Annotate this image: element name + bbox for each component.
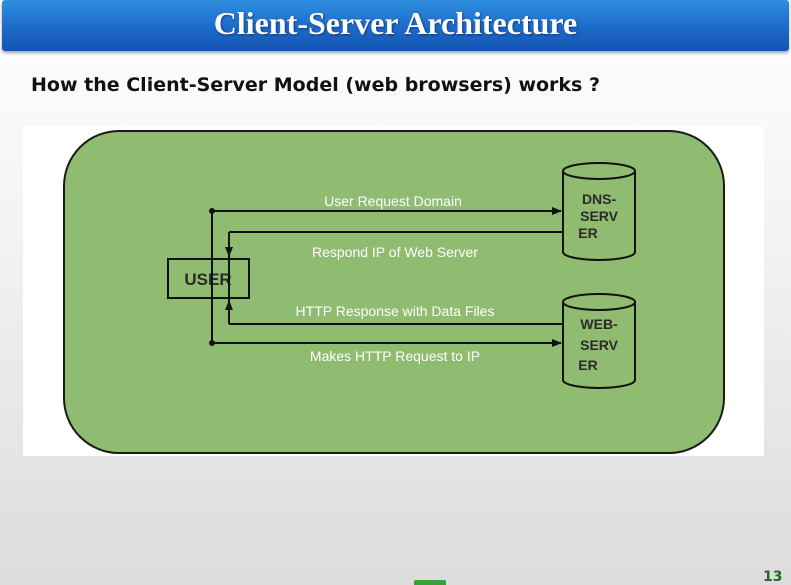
- edge-label-http-response: HTTP Response with Data Files: [296, 303, 495, 319]
- user-node-label: USER: [184, 270, 231, 289]
- dns-server-node: DNS- SERV ER: [562, 162, 636, 261]
- user-node: USER: [167, 258, 250, 299]
- edge-label-respond-ip: Respond IP of Web Server: [312, 244, 478, 260]
- edge-label-user-request-domain: User Request Domain: [324, 193, 462, 209]
- diagram-panel: USER DNS- SERV ER WEB- SERV ER: [23, 126, 764, 456]
- bottom-decoration: [414, 580, 446, 585]
- slide-subtitle: How the Client-Server Model (web browser…: [31, 74, 600, 96]
- web-server-label: WEB- SERV ER: [578, 316, 622, 373]
- web-server-node: WEB- SERV ER: [562, 293, 636, 389]
- edge-label-http-request: Makes HTTP Request to IP: [310, 348, 480, 364]
- page-number: 13: [763, 569, 783, 585]
- slide-title: Client-Server Architecture: [213, 5, 578, 41]
- title-bar: Client-Server Architecture: [2, 0, 789, 51]
- client-server-diagram: USER DNS- SERV ER WEB- SERV ER: [63, 130, 725, 454]
- dns-server-label: DNS- SERV ER: [578, 191, 622, 241]
